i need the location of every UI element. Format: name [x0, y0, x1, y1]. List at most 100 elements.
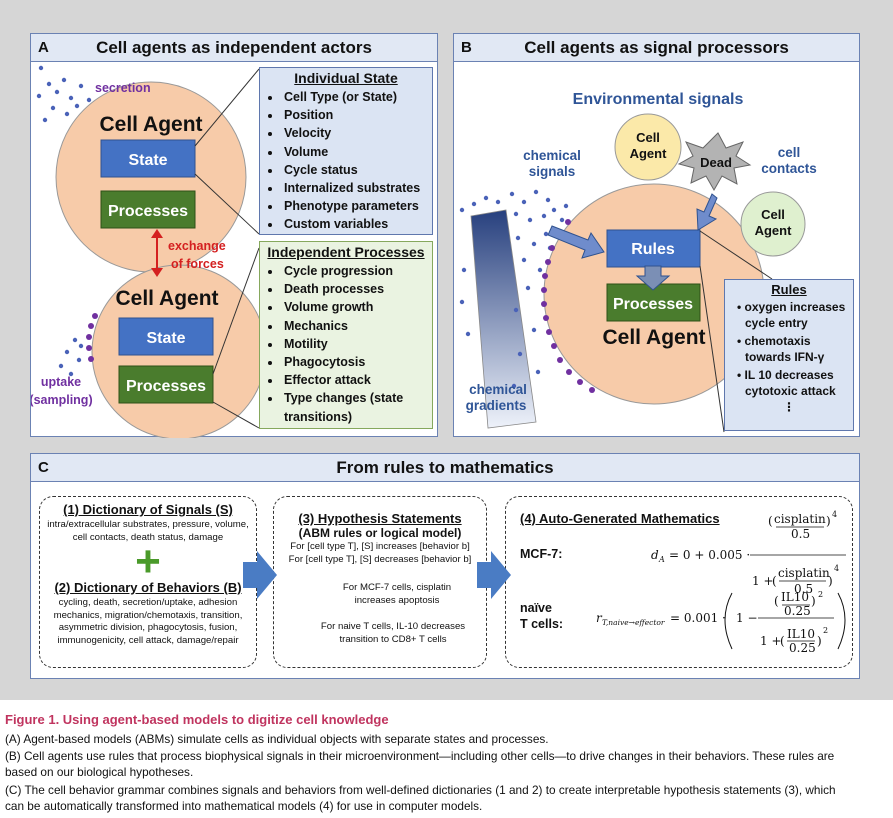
cell-agent-label-bottom: Cell Agent	[115, 287, 218, 310]
contact-signal-arrow	[696, 193, 718, 231]
panel-a-letter: A	[38, 39, 49, 56]
uptake-bumps	[86, 313, 98, 362]
svg-text:T,naive→effector: T,naive→effector	[602, 618, 665, 627]
green-cell-label: Cell	[761, 207, 785, 222]
hypothesis-rule-2: For [cell type T], [S] decreases [behavi…	[288, 553, 472, 565]
naive-label-line-2: T cells:	[520, 617, 564, 631]
svg-text:0.25: 0.25	[789, 641, 816, 655]
behaviors-title: (2) Dictionary of Behaviors (B)	[54, 580, 242, 595]
caption-c-line-1: (C) The cell behavior grammar combines s…	[5, 783, 836, 797]
chemical-signals-label: chemical	[523, 148, 581, 163]
process-item: Mechanics	[282, 317, 432, 335]
svg-text:0.25: 0.25	[784, 604, 811, 618]
chemical-gradients-label: chemical	[469, 382, 527, 397]
plus-icon: +	[135, 537, 161, 586]
equation-mcf7: d A = 0 + 0.005 · (cisplatin) 0.5 4 1 + …	[651, 510, 846, 596]
dictionaries-box: (1) Dictionary of Signals (S) intra/extr…	[39, 496, 257, 668]
processes-box-top	[100, 190, 196, 229]
svg-text:): )	[828, 574, 833, 588]
panel-a-header: A Cell agents as independent actors	[31, 34, 437, 62]
state-label-top: State	[128, 152, 167, 169]
chemical-signal-dots	[459, 189, 569, 389]
svg-text:= 0 + 0.005 ·: = 0 + 0.005 ·	[669, 548, 750, 562]
svg-text:0.5: 0.5	[794, 582, 813, 596]
hypothesis-example-1: For MCF-7 cells, cisplatin increases apo…	[342, 582, 452, 606]
uptake-dots	[58, 337, 84, 377]
chemical-signal-arrow	[547, 225, 605, 259]
independent-processes-box: Independent Processes Cycle progression …	[259, 241, 433, 429]
panel-c-letter: C	[38, 459, 49, 476]
mcf7-label: MCF-7:	[520, 547, 563, 561]
state-item: Volume	[282, 143, 432, 161]
state-item: Internalized substrates	[282, 179, 432, 197]
svg-text:): )	[817, 634, 822, 648]
caption-a: (A) Agent-based models (ABMs) simulate c…	[5, 732, 549, 746]
caption-b-line-1: (B) Cell agents use rules that process b…	[5, 749, 835, 763]
svg-text:): )	[826, 514, 831, 528]
caption-c-line-2: can be automatically transformed into ma…	[5, 799, 483, 813]
rule-item: • chemotaxis towards IFN-γ	[737, 334, 825, 364]
neighbor-cell	[614, 113, 682, 181]
neighbor-agent-label: Agent	[630, 146, 668, 161]
state-item: Cell Type (or State)	[282, 88, 432, 106]
svg-text:r: r	[596, 611, 603, 625]
svg-text:1 +: 1 +	[760, 634, 782, 648]
panel-a-title: Cell agents as independent actors	[96, 38, 372, 57]
process-item: Motility	[282, 335, 432, 353]
exchange-label: exchange	[168, 239, 226, 253]
rules-to-processes-arrow	[635, 265, 671, 291]
secretion-dots	[36, 65, 92, 123]
hypothesis-title: (3) Hypothesis Statements	[298, 511, 462, 526]
processes-label-b: Processes	[613, 296, 693, 313]
math-equations: d A = 0 + 0.005 · (cisplatin) 0.5 4 1 + …	[596, 510, 846, 655]
state-item: Velocity	[282, 124, 432, 142]
panel-b-letter: B	[461, 39, 472, 56]
panel-c-title: From rules to mathematics	[336, 458, 554, 477]
process-item: Cycle progression	[282, 262, 432, 280]
panel-b-art: Environmental signals chemical signals c…	[459, 91, 817, 433]
forces-label: of forces	[171, 257, 224, 271]
rules-label: Rules	[631, 241, 675, 258]
panel-c-header: C From rules to mathematics	[31, 454, 859, 482]
state-item: Phenotype parameters	[282, 197, 432, 215]
state-item: Position	[282, 106, 432, 124]
connector-lines	[194, 68, 260, 429]
rules-list-box: Rules • oxygen increases cycle entry • c…	[724, 279, 854, 431]
exchange-arrow	[151, 229, 163, 277]
caption-title: Figure 1. Using agent-based models to di…	[5, 712, 389, 727]
svg-text:IL10: IL10	[787, 627, 815, 641]
svg-text:(: (	[774, 594, 779, 608]
dead-cell-star	[677, 132, 752, 192]
hypothesis-box: (3) Hypothesis Statements (ABM rules or …	[273, 496, 487, 668]
signals-text: intra/extracellular substrates, pressure…	[47, 519, 249, 543]
svg-text:1 +: 1 +	[752, 574, 774, 588]
rule-item: • IL 10 decreases cytotoxic attack	[737, 368, 836, 398]
svg-text:): )	[811, 594, 816, 608]
cell-contacts-label: cell	[778, 145, 801, 160]
uptake-sampling-label: (sampling)	[31, 393, 93, 407]
green-agent-label: Agent	[755, 223, 793, 238]
process-item: Volume growth	[282, 298, 432, 316]
naive-label-line-1: naïve	[520, 601, 552, 615]
svg-text:(: (	[780, 634, 785, 648]
rules-list: • oxygen increases cycle entry • chemota…	[725, 299, 853, 399]
processes-label-bottom: Processes	[126, 378, 206, 395]
hypothesis-subtitle: (ABM rules or logical model)	[298, 526, 462, 540]
svg-text:2: 2	[818, 590, 823, 599]
panel-c: C From rules to mathematics (1) Dictiona…	[30, 453, 860, 679]
chemical-gradient-bar	[470, 209, 537, 429]
cell-agent-label-b: Cell Agent	[602, 326, 705, 349]
secretion-label: secretion	[95, 81, 151, 95]
state-item: Custom variables	[282, 215, 432, 233]
behaviors-text: cycling, death, secretion/uptake, adhesi…	[53, 597, 243, 646]
independent-processes-title: Independent Processes	[267, 244, 425, 260]
naive-label: naïve T cells:	[520, 600, 563, 632]
chemical-signals-label-2: signals	[529, 164, 576, 179]
chemical-gradients-label-2: gradients	[466, 398, 527, 413]
state-box-bottom	[118, 317, 214, 356]
cell-contacts-label-2: contacts	[761, 161, 817, 176]
svg-text:cisplatin: cisplatin	[774, 512, 826, 526]
rules-connector-lines	[699, 230, 773, 433]
svg-text:2: 2	[823, 626, 828, 635]
svg-text:= 0.001 ·: = 0.001 ·	[670, 611, 726, 625]
